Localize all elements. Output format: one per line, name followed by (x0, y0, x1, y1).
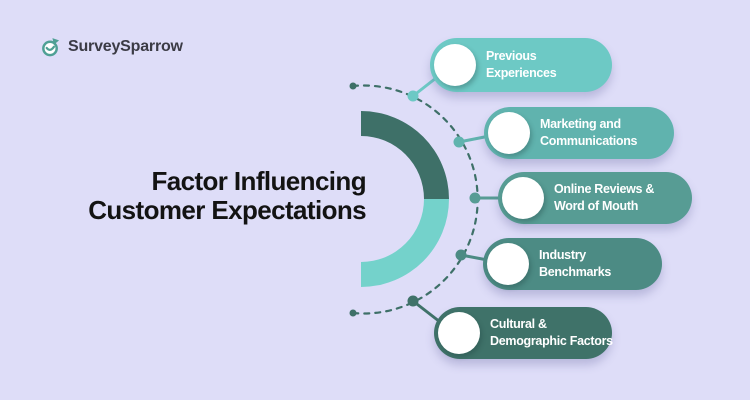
factor-pill-online-reviews: Online Reviews & Word of Mouth (498, 172, 692, 224)
factor-label-line: Previous (486, 49, 537, 63)
factor-label-line: Industry (539, 248, 586, 262)
factor-pill-marketing-communications: Marketing and Communications (484, 107, 674, 159)
sparrow-smile (45, 45, 56, 51)
sparrow-bird-icon (42, 38, 60, 57)
factor-pill-industry-benchmarks: Industry Benchmarks (483, 238, 662, 290)
factor-label: Online Reviews & Word of Mouth (554, 181, 654, 215)
factor-label-line: Online Reviews & (554, 182, 655, 196)
connector-dot-5 (407, 295, 419, 307)
page-title: Factor Influencing Customer Expectations (30, 167, 366, 225)
factor-label: Industry Benchmarks (539, 247, 611, 281)
arc-end-dot-bottom (349, 309, 357, 317)
factor-label-line: Demographic Factors (490, 334, 613, 348)
factor-label: Previous Experiences (486, 48, 557, 82)
factor-bullet-circle (502, 177, 544, 219)
factor-bullet-circle (434, 44, 476, 86)
factor-label-line: Word of Mouth (554, 199, 639, 213)
donut-bottom-segment (361, 199, 449, 287)
connector-dot-1 (407, 90, 419, 102)
brand-name: SurveySparrow (68, 38, 183, 55)
title-line-1: Factor Influencing (151, 166, 366, 196)
sparrow-body (42, 40, 58, 57)
factor-label-line: Communications (540, 134, 638, 148)
connector-dot-2 (453, 136, 465, 148)
factor-label-line: Cultural & (490, 317, 547, 331)
factor-bullet-circle (488, 112, 530, 154)
brand-logo: SurveySparrow (40, 36, 183, 58)
factor-bullet-circle (487, 243, 529, 285)
title-line-2: Customer Expectations (88, 195, 366, 225)
sparrow-tail (52, 38, 60, 45)
factor-label-line: Benchmarks (539, 265, 612, 279)
factor-pill-cultural-demographic: Cultural & Demographic Factors (434, 307, 613, 359)
factor-label: Cultural & Demographic Factors (490, 316, 613, 350)
factor-label-line: Marketing and (540, 117, 621, 131)
factor-bullet-circle (438, 312, 480, 354)
factor-label: Marketing and Communications (540, 116, 638, 150)
arc-end-dot-top (349, 82, 357, 90)
factor-pill-previous-experiences: Previous Experiences (430, 38, 612, 92)
donut-top-segment (361, 111, 449, 199)
connector-dot-4 (455, 249, 467, 261)
factor-label-line: Experiences (486, 66, 557, 80)
connector-dot-3 (469, 192, 481, 204)
